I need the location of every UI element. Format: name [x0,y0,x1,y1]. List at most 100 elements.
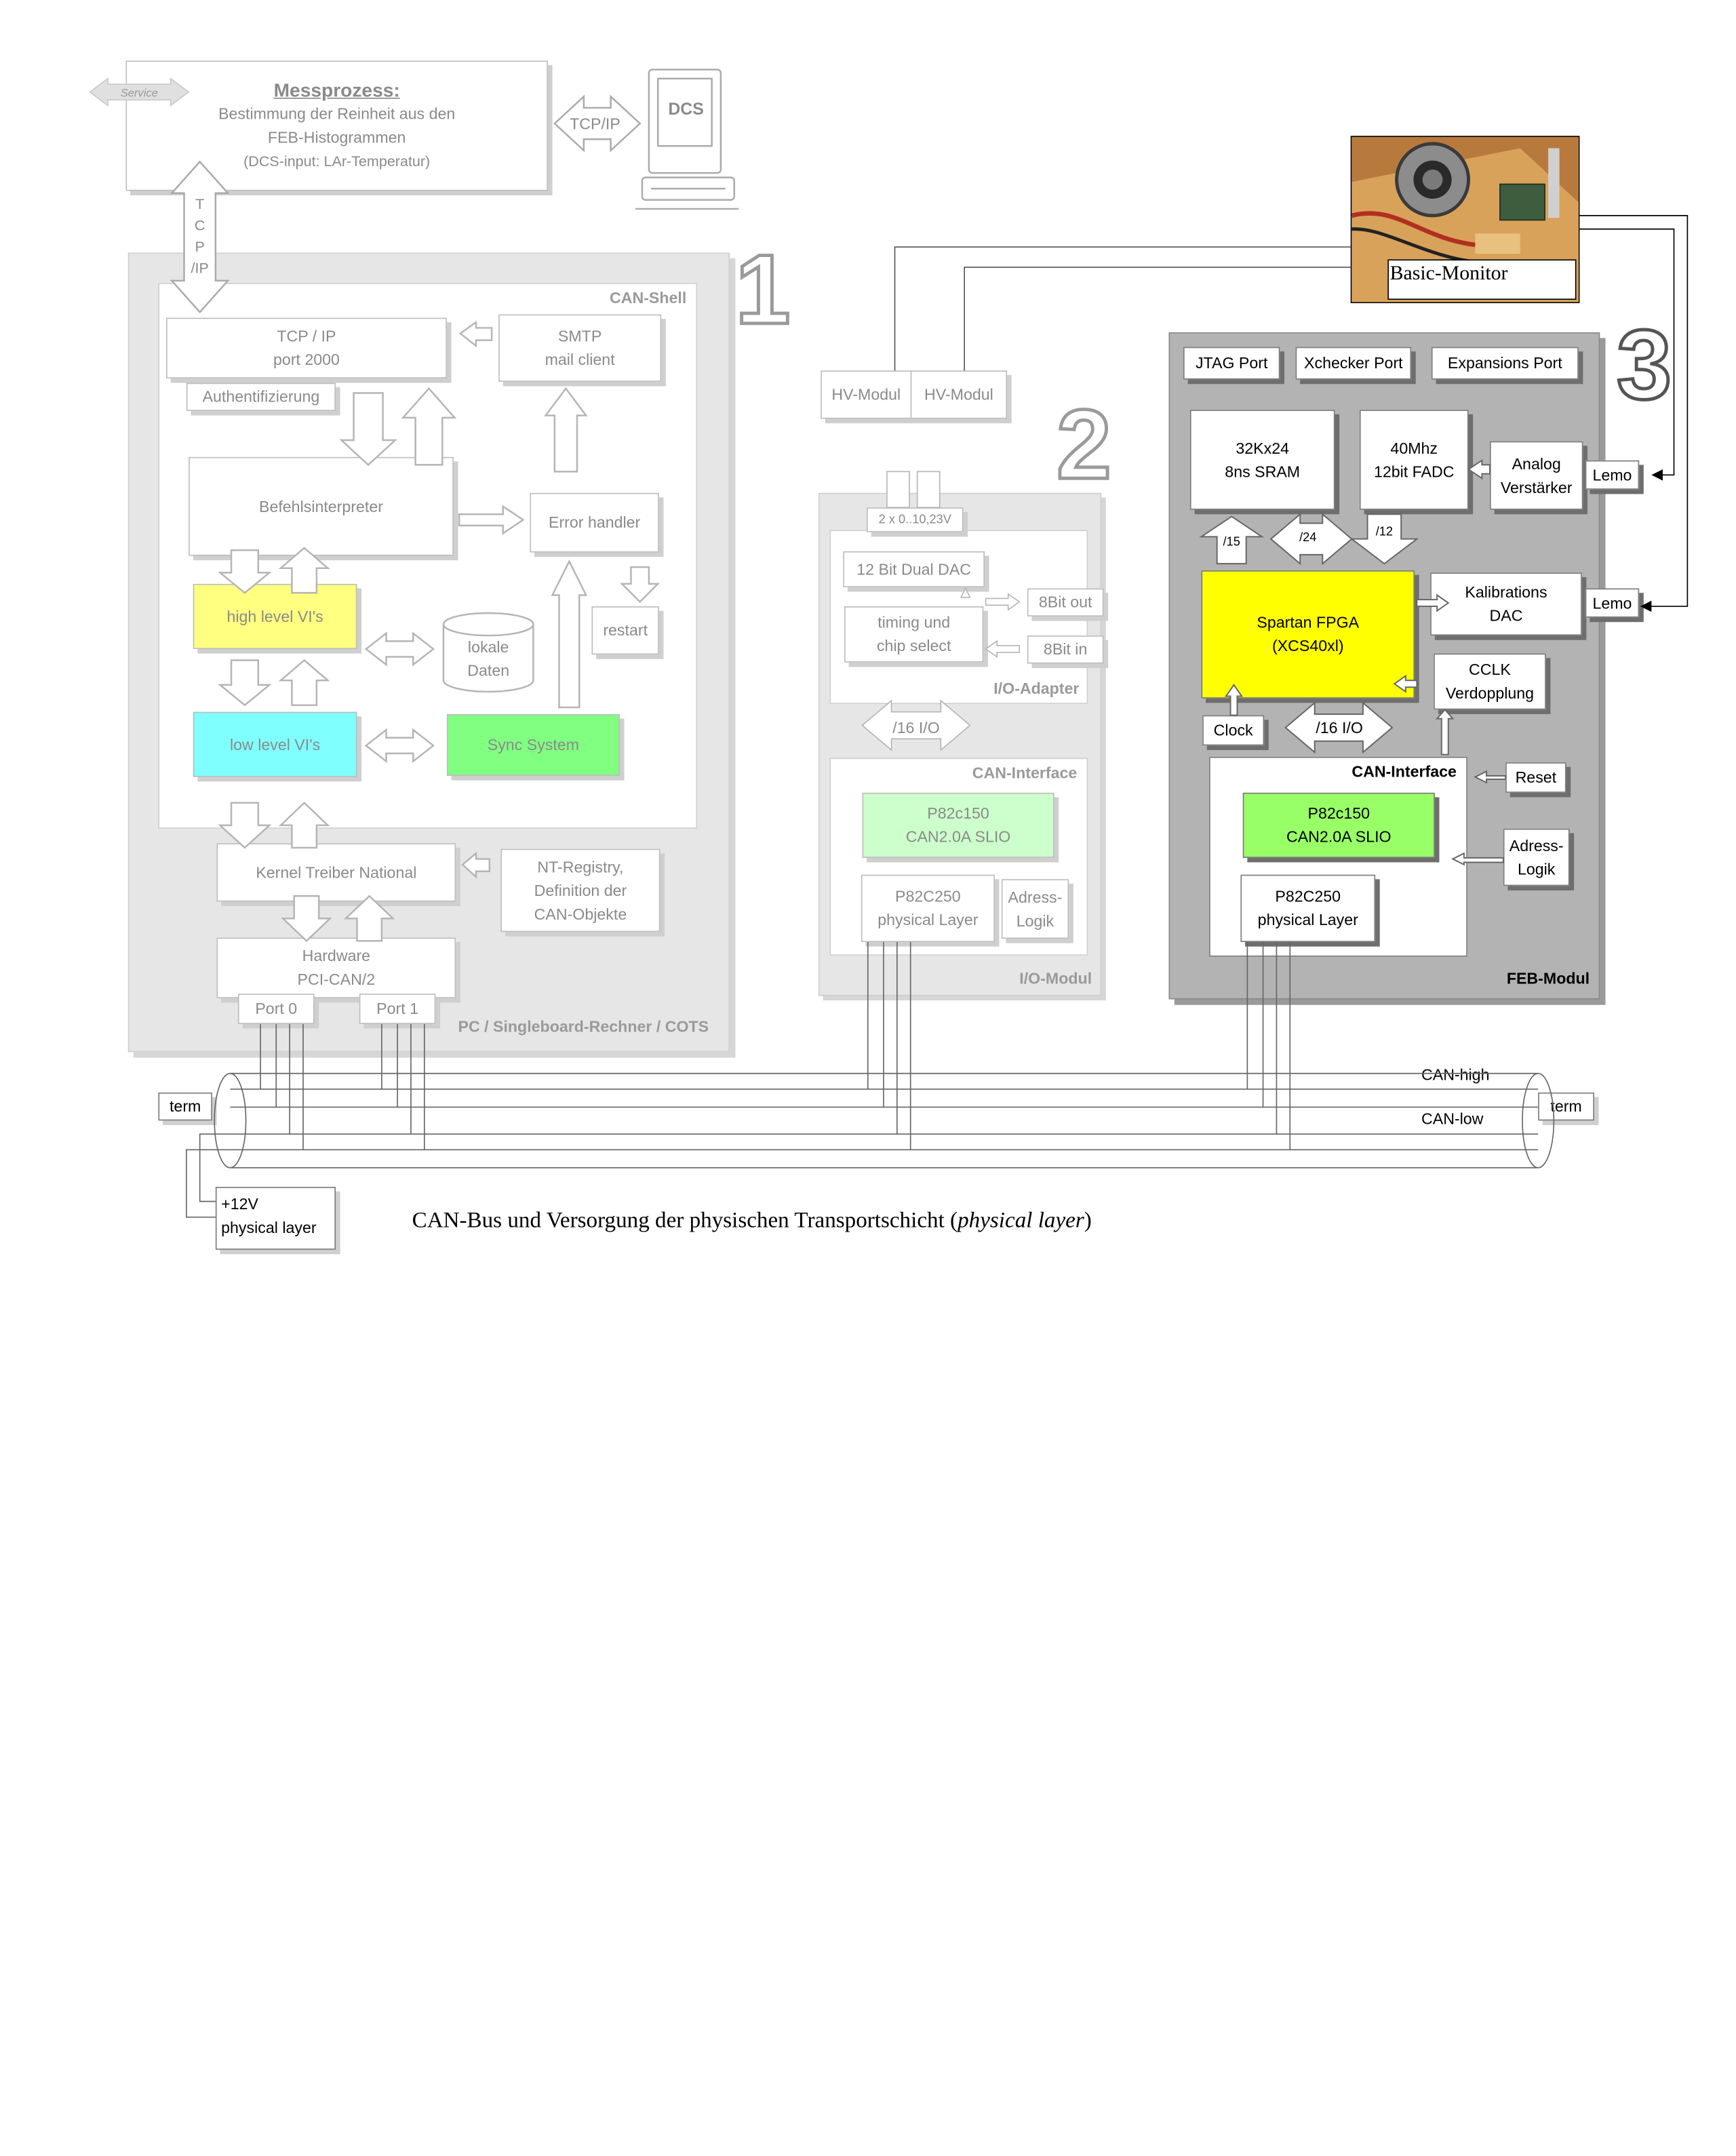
port1-box: Port 1 [359,994,436,1024]
jtag-port-box: JTAG Port [1183,347,1280,380]
hardware-box: Hardware PCI-CAN/2 [216,937,456,998]
kalib-box: Kalibrations DAC [1430,572,1582,636]
hv-modul-1-box: HV-Modul [821,370,912,419]
messprozess-title: Messprozess: [273,79,400,102]
block-number-2: 2 [1054,388,1113,500]
arrow-dac-timing [960,587,971,598]
service-arrow: Service [89,77,190,107]
diagram-canvas: Messprozess: Bestimmung der Reinheit aus… [89,60,1689,1250]
dac-box: 12 Bit Dual DAC [843,551,985,587]
arrow-low-high [278,659,330,706]
adress-3-box: Adress- Logik [1503,828,1570,886]
caption-italic: physical layer [958,1208,1084,1233]
arrow-sync-error [551,560,588,709]
tcpip-vertical-c: C [195,217,205,233]
messprozess-line2: FEB-Histogrammen [267,128,406,146]
arrow-kernel-hardware [281,895,332,943]
pc-panel-label: PC / Singleboard-Rechner / COTS [458,1017,709,1036]
voltage-box: 2 x 0..10,23V [867,507,964,532]
timing-box: timing und chip select [844,606,984,663]
supply-box: +12V physical layer [215,1186,336,1250]
arrow-high-befehl [278,547,330,594]
dcs-computer-icon: DCS [635,68,739,210]
feb-modul-label: FEB-Modul [1506,968,1590,987]
block2-connectors [861,471,1021,751]
basic-monitor-label: Basic-Monitor [1389,261,1508,284]
in8-box: 8Bit in [1027,635,1104,664]
lokale-label-1: lokale [468,638,509,656]
out8-box: 8Bit out [1027,588,1104,616]
caption-main: CAN-Bus und Versorgung der physischen Tr… [412,1208,958,1233]
smtp-box: SMTP mail client [498,314,662,382]
service-label: Service [121,86,158,99]
arrow-fpga-kalib [1416,593,1450,612]
block2-wires [894,246,1351,371]
auth-box: Authentifizierung [186,383,336,411]
arrow-tcp-befehl [339,392,397,467]
io-adapter-label: I/O-Adapter [993,679,1080,698]
connector-layer: Service TCP/IP T C P /IP DCS [89,68,1689,1218]
basic-monitor-label-box [1387,259,1577,300]
reset-box: Reset [1505,762,1566,793]
expansions-port-box: Expansions Port [1431,347,1579,380]
messprozess-line1: Bestimmung der Reinheit aus den [218,104,456,123]
port-drops [260,942,1291,1150]
hv-modul-2-box: HV-Modul [910,370,1008,419]
hv1-connector [886,471,910,509]
analog-box: Analog Verstärker [1489,441,1583,510]
arrow-high-low [218,659,272,707]
messprozess-line3: (DCS-input: LAr-Temperatur) [243,153,431,170]
arrow-cclk-fpga [1393,674,1418,693]
monitor-lemo-wires [1579,215,1689,612]
arrow-reset [1474,770,1507,784]
arrow-analog-fadc [1467,458,1491,480]
xchecker-port-box: Xchecker Port [1295,347,1412,380]
wire-hv1-monitor [894,246,1351,371]
cable-end-right [1522,1072,1555,1169]
tcpip-vertical-ip: /IP [191,260,209,276]
wire-monitor-lemo1 [1579,228,1675,481]
arrow-low-sync [364,728,435,764]
dcs-label: DCS [668,100,703,119]
can-bus-cable [186,1072,1555,1218]
bus16-arrow-2 [861,699,971,751]
arrow-smtp-tcp [458,320,493,348]
sram-box: 32Kx24 8ns SRAM [1189,410,1335,510]
high-level-vi-box: high level VI's [193,583,357,649]
can-low-label: CAN-low [1421,1109,1484,1128]
arrow-can-cclk [1435,708,1455,756]
bus16-label-3: /16 I/O [1316,719,1363,737]
tcpip-horizontal-arrow: TCP/IP [553,94,642,153]
arrow-adress [1451,852,1504,866]
supply-wire-2 [186,1149,231,1218]
block1-arrows [218,320,660,943]
clock-box: Clock [1202,715,1265,746]
adress-2-box: Adress- Logik [1001,879,1069,939]
bus15-arrow [1199,515,1265,565]
arrow-nt-kernel [461,851,491,879]
lokale-label-2: Daten [467,662,509,680]
p82c250-2-box: P82C250 physical Layer [861,874,995,943]
cable-end-left [214,1072,247,1169]
can-high-label: CAN-high [1421,1065,1490,1084]
arrow-befehl-tcp [401,387,457,466]
can-interface-2-label: CAN-Interface [972,763,1078,782]
slio-2-box: P82c150 CAN2.0A SLIO [862,792,1054,858]
bus12-label: /12 [1376,525,1393,538]
can-shell-label: CAN-Shell [609,288,687,307]
block-number-3: 3 [1615,309,1674,420]
sync-system-box: Sync System [446,713,620,777]
arrow-hardware-kernel [343,895,395,942]
hv2-connector [916,471,941,509]
low-level-vi-box: low level VI's [193,711,357,777]
term-right-box: term [1538,1092,1594,1121]
wire-monitor-lemo2 [1579,215,1689,612]
bus12-arrow [1349,513,1419,565]
slio-3-box: P82c150 CAN2.0A SLIO [1242,792,1435,858]
arrow-high-lokale [364,631,435,667]
p82c250-3-box: P82C250 physical Layer [1240,874,1376,943]
bus24-label: /24 [1299,530,1316,544]
term-left-box: term [158,1092,212,1121]
fadc-box: 40Mhz 12bit FADC [1359,410,1469,510]
